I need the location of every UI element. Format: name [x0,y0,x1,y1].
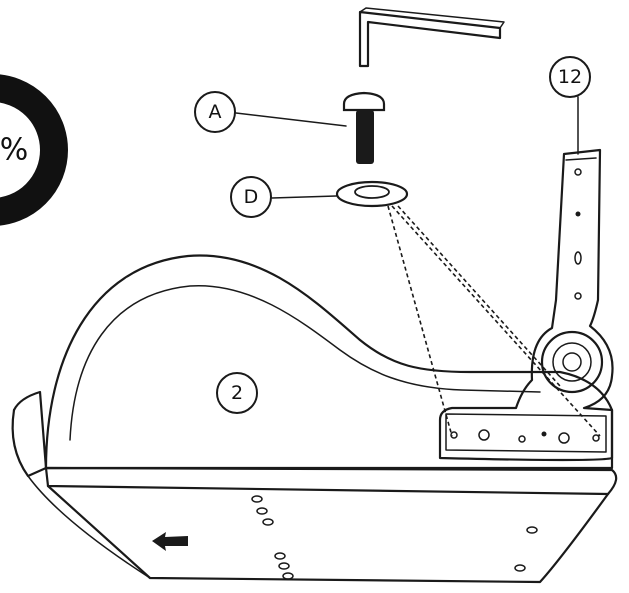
washer-icon [335,180,409,208]
callout-2: 2 [216,372,258,414]
bracket-holes [450,168,600,444]
callout-d: D [230,176,337,218]
callout-12-label: 12 [558,66,582,88]
alignment-lines [387,205,601,437]
seat-base [11,254,618,584]
direction-arrow-icon [152,532,188,551]
callout-d-label: D [244,186,259,208]
callout-2-label: 2 [231,382,243,404]
progress-badge: % [0,74,68,226]
callout-a: A [194,91,347,133]
callout-a-label: A [209,101,222,123]
progress-badge-text: % [0,133,28,168]
mounting-holes-skirt [251,495,538,580]
bolt-icon [342,91,386,164]
callout-12: 12 [549,56,591,155]
bracket-part [438,148,614,462]
hex-key-icon [358,7,505,68]
